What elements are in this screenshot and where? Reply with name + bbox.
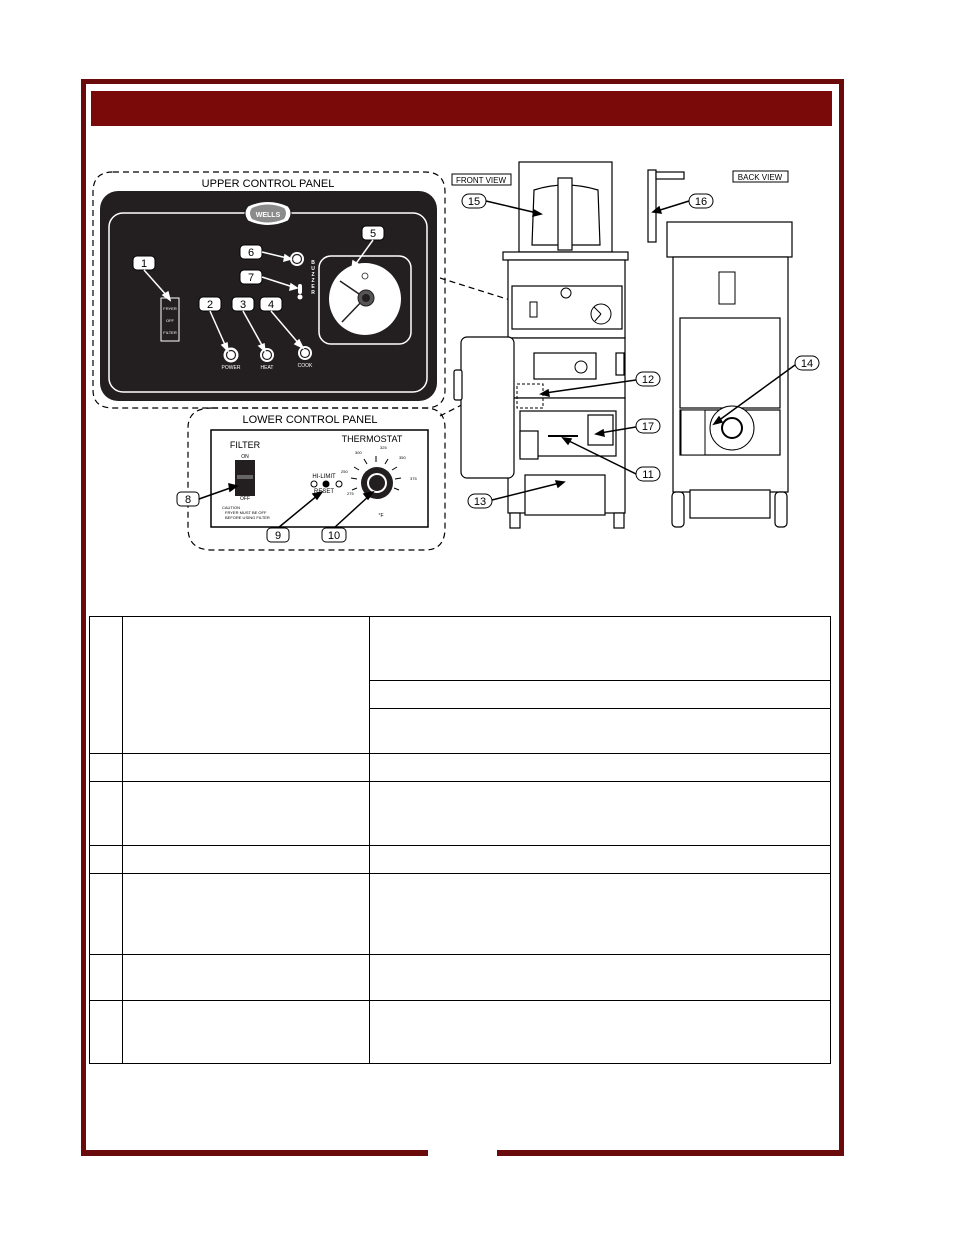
table-row-desc xyxy=(369,753,831,782)
bottom-rule-left xyxy=(81,1150,428,1156)
table-row-desc xyxy=(369,954,831,1001)
fryer-front-view xyxy=(453,161,629,529)
reset-label: RESET xyxy=(314,489,334,495)
callout-4: 4 xyxy=(268,299,274,311)
svg-text:B: B xyxy=(311,260,315,266)
section-header-bar xyxy=(91,91,832,126)
svg-text:350: 350 xyxy=(399,455,406,460)
lower-panel-title: LOWER CONTROL PANEL xyxy=(242,414,377,426)
hi-limit-label: HI-LIMIT xyxy=(312,474,336,480)
callout-6: 6 xyxy=(248,247,254,259)
parts-table xyxy=(89,616,831,1064)
svg-text:°F: °F xyxy=(378,513,383,519)
callout-3: 3 xyxy=(240,299,246,311)
callout-11: 11 xyxy=(642,469,653,481)
cook-timer xyxy=(318,255,412,345)
svg-text:BEFORE USING FILTER: BEFORE USING FILTER xyxy=(225,515,270,520)
table-row-num xyxy=(89,873,123,955)
table-row-num xyxy=(89,753,123,782)
callout-8: 8 xyxy=(185,494,191,506)
svg-text:OFF: OFF xyxy=(166,318,175,323)
svg-text:Z: Z xyxy=(311,278,314,284)
table-row-desc xyxy=(369,1000,831,1064)
table-row-name xyxy=(122,954,370,1001)
table-row-num xyxy=(89,954,123,1001)
callout-10: 10 xyxy=(328,530,340,542)
page-frame xyxy=(81,79,844,1156)
svg-text:275: 275 xyxy=(347,491,354,496)
fryer-back-view xyxy=(647,169,793,528)
back-view-label: BACK VIEW xyxy=(738,173,783,182)
callout-5: 5 xyxy=(370,228,376,240)
svg-text:CAUTION: CAUTION xyxy=(222,505,240,510)
svg-text:U: U xyxy=(311,266,315,272)
svg-text:FRYER MUST BE OFF: FRYER MUST BE OFF xyxy=(225,510,267,515)
cook-label: COOK xyxy=(298,363,313,369)
upper-panel-body xyxy=(100,191,437,401)
front-view-label-box xyxy=(451,173,512,186)
table-row-name xyxy=(122,1000,370,1064)
lower-panel-outline xyxy=(187,407,446,551)
svg-text:E: E xyxy=(311,284,315,290)
svg-text:OFF: OFF xyxy=(240,496,250,502)
svg-text:R: R xyxy=(311,290,315,296)
table-row-desc xyxy=(369,873,831,955)
table-row-name xyxy=(122,753,370,782)
svg-text:250: 250 xyxy=(341,469,348,474)
svg-text:FRYER: FRYER xyxy=(163,306,177,311)
table-row-num xyxy=(89,781,123,846)
logo-text: WELLS xyxy=(256,212,281,219)
filter-label: FILTER xyxy=(230,440,261,450)
callout-12: 12 xyxy=(642,374,654,386)
table-row-num xyxy=(89,1000,123,1064)
table-row-desc xyxy=(369,781,831,846)
back-view-label-box xyxy=(732,170,789,183)
thermostat-label: THERMOSTAT xyxy=(342,434,403,444)
table-row-name xyxy=(122,845,370,874)
table-row-desc xyxy=(369,680,831,709)
callout-2: 2 xyxy=(207,299,213,311)
upper-panel-title: UPPER CONTROL PANEL xyxy=(202,178,335,190)
thermostat-ticks xyxy=(350,456,402,491)
buzzer-reset xyxy=(298,284,302,294)
table-row-desc xyxy=(369,708,831,754)
svg-text:325: 325 xyxy=(380,445,387,450)
callout-1: 1 xyxy=(141,258,147,270)
table-row-num xyxy=(89,845,123,874)
power-label: POWER xyxy=(222,365,241,371)
hi-limit-reset-button xyxy=(322,480,330,488)
table-row-desc xyxy=(369,616,831,681)
table-row-name xyxy=(122,873,370,955)
callout-15: 15 xyxy=(468,196,480,208)
callout-7: 7 xyxy=(248,272,254,284)
front-view-label: FRONT VIEW xyxy=(456,176,507,185)
callout-17: 17 xyxy=(642,421,654,433)
table-row-name xyxy=(122,781,370,846)
svg-text:300: 300 xyxy=(355,450,362,455)
bottom-rule-right xyxy=(497,1150,844,1156)
table-row-name xyxy=(122,616,370,754)
callout-13: 13 xyxy=(474,496,486,508)
svg-text:ON: ON xyxy=(241,454,249,460)
table-row-desc xyxy=(369,845,831,874)
table-row-num xyxy=(89,616,123,754)
svg-text:375: 375 xyxy=(410,476,417,481)
callout-9: 9 xyxy=(275,530,281,542)
callout-16: 16 xyxy=(695,196,707,208)
svg-text:FILTER: FILTER xyxy=(163,330,177,335)
callout-14: 14 xyxy=(801,358,813,370)
svg-text:Z: Z xyxy=(311,272,314,278)
heat-label: HEAT xyxy=(261,365,274,371)
